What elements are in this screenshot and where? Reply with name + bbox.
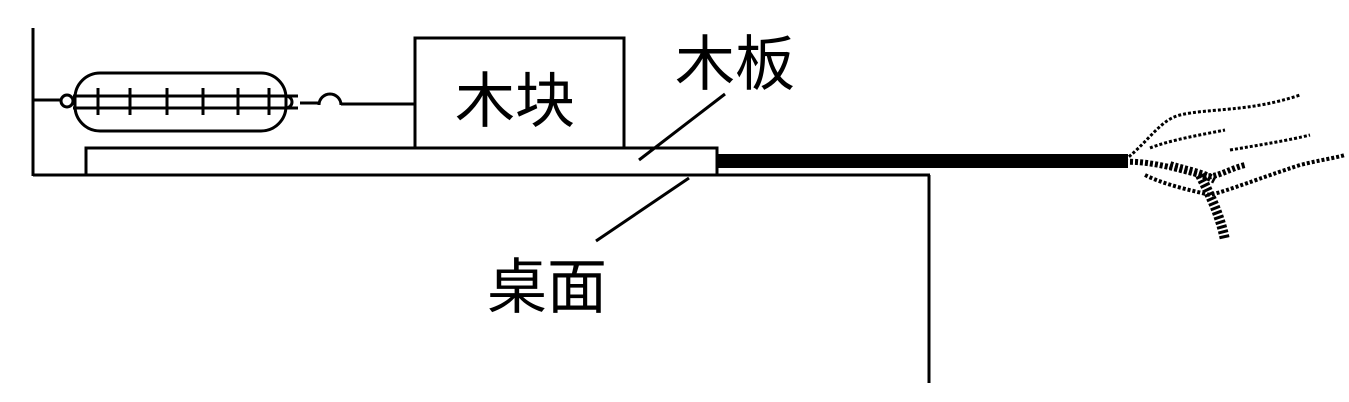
hook-icon bbox=[317, 92, 343, 106]
wooden-board bbox=[84, 146, 719, 177]
table-label: 桌面 bbox=[487, 253, 607, 323]
spring-scale bbox=[33, 71, 414, 133]
hand-icon bbox=[1119, 93, 1346, 242]
pull-rope bbox=[718, 154, 1128, 168]
table bbox=[700, 173, 931, 383]
scale-ticks bbox=[96, 88, 271, 115]
board-label: 木板 bbox=[675, 30, 795, 100]
wooden-block: 木块 bbox=[413, 36, 626, 150]
block-label: 木块 bbox=[455, 67, 575, 137]
wall bbox=[31, 28, 88, 177]
board-leader-line bbox=[638, 92, 726, 162]
table-leader-line bbox=[595, 176, 690, 243]
